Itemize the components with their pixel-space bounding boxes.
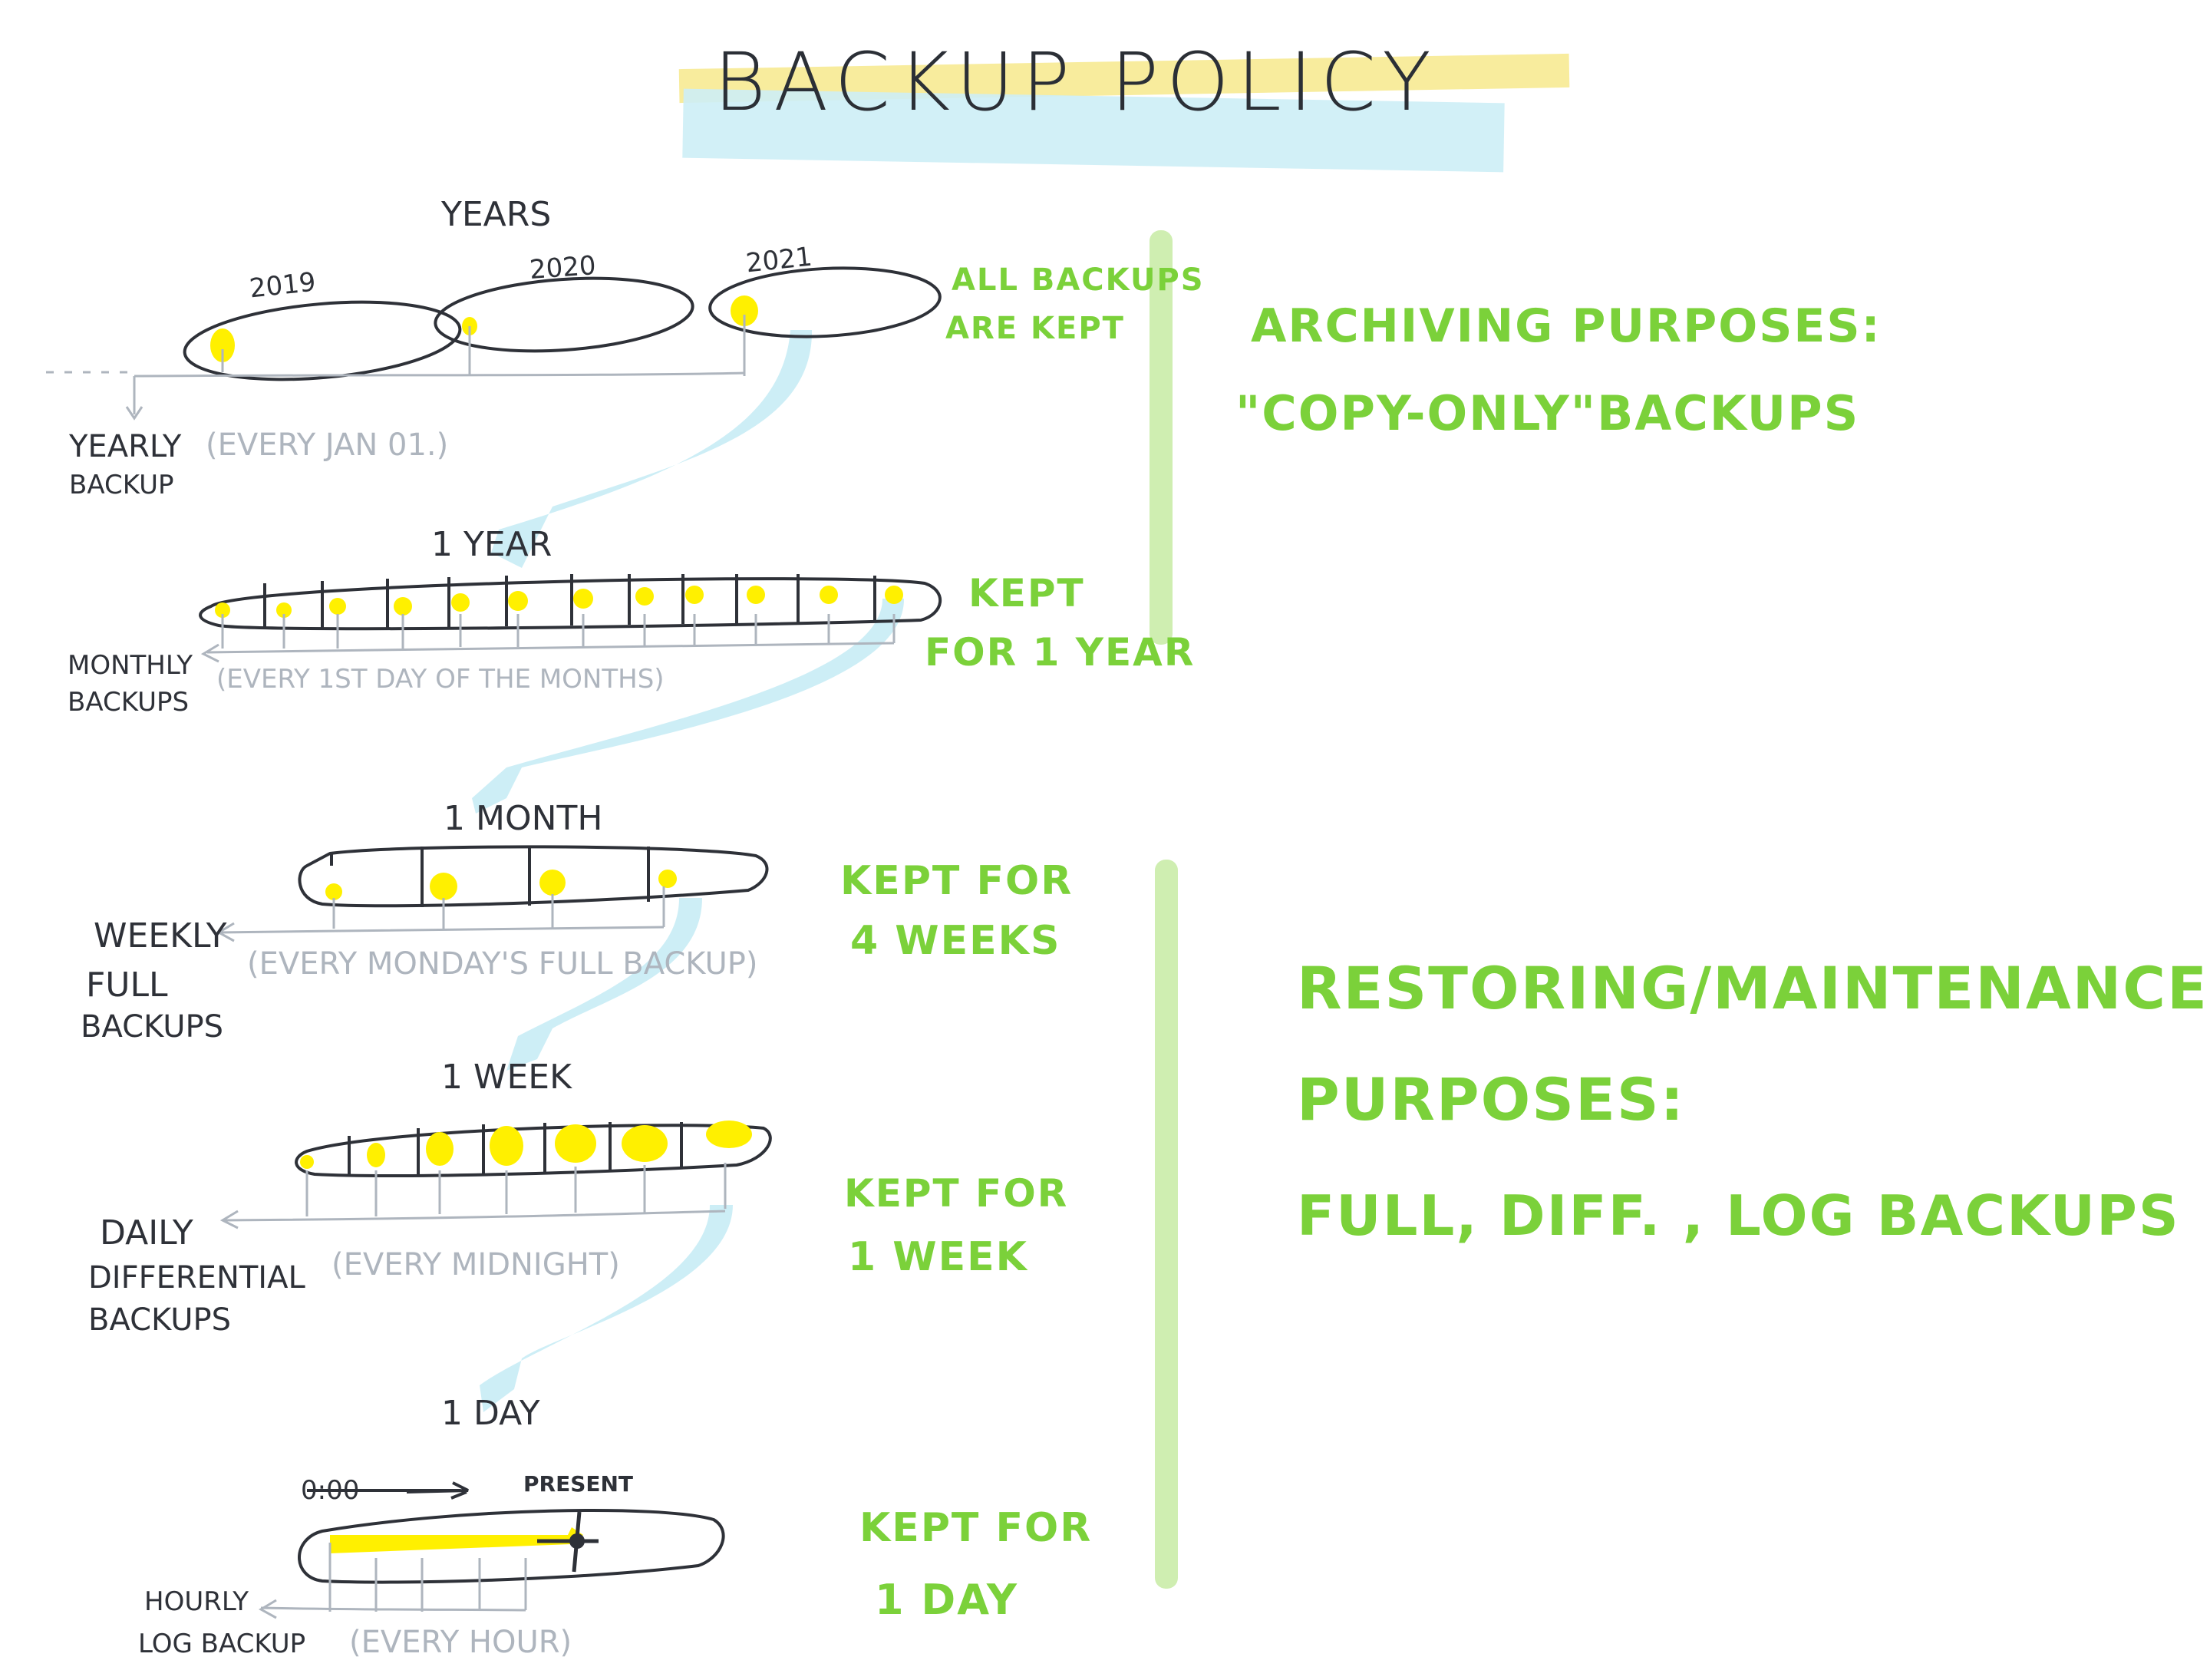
title-highlight-yellow [678, 53, 1570, 104]
year-label-line1: MONTHLY [68, 650, 193, 681]
week-label-line2: DIFFERENTIAL [88, 1260, 305, 1295]
day-label-line1: HOURLY [144, 1586, 249, 1617]
arrow-week-to-day [480, 1205, 733, 1412]
day-retention-line2: 1 DAY [875, 1576, 1018, 1624]
archiving-line2: "COPY-ONLY"BACKUPS [1235, 385, 1860, 441]
day-label-line2: LOG BACKUP [138, 1629, 306, 1659]
week-ticks [219, 1163, 727, 1229]
day-note: (EVERY HOUR) [349, 1625, 572, 1660]
year-label-2021: 2021 [744, 241, 814, 279]
month-retention-line1: KEPT FOR [840, 858, 1074, 904]
title-highlight-blue [682, 88, 1505, 173]
year-heading: 1 YEAR [431, 525, 552, 564]
restoring-line3: FULL, DIFF. , LOG BACKUPS [1297, 1183, 2180, 1248]
restoring-line1: RESTORING/MAINTENANCE [1297, 954, 2208, 1022]
week-retention-line2: 1 WEEK [848, 1234, 1028, 1280]
restoring-line2: PURPOSES: [1297, 1065, 1686, 1134]
archiving-line1: ARCHIVING PURPOSES: [1251, 299, 1882, 353]
month-timeline [298, 845, 769, 908]
year-label-2019: 2019 [248, 266, 318, 305]
day-heading: 1 DAY [441, 1394, 540, 1433]
month-backup-dots [325, 870, 677, 900]
year-backup-dots [215, 586, 903, 618]
years-label-line2: BACKUP [69, 470, 174, 500]
years-retention-line1: ALL BACKUPS [952, 262, 1205, 298]
year-capsule-2019 [183, 300, 462, 381]
month-label-line1: WEEKLY [94, 916, 227, 956]
divider-bottom [1155, 860, 1178, 1589]
week-retention-line1: KEPT FOR [844, 1171, 1069, 1216]
month-label-line2: FULL [86, 965, 168, 1005]
week-label-line1: DAILY [100, 1213, 193, 1253]
years-note: (EVERY JAN 01.) [206, 427, 449, 463]
month-note: (EVERY MONDAY'S FULL BACKUP) [247, 946, 758, 982]
day-ticks [258, 1543, 527, 1619]
arrow-month-to-week [506, 898, 702, 1071]
arrow-years-to-year [491, 330, 813, 568]
years-ticks [46, 315, 746, 421]
day-retention-line1: KEPT FOR [859, 1505, 1093, 1551]
years-retention-line2: ARE KEPT [945, 311, 1125, 346]
day-progress [330, 1511, 599, 1573]
year-label-line2: BACKUPS [68, 687, 190, 718]
year-note: (EVERY 1ST DAY OF THE MONTHS) [216, 664, 665, 695]
week-backup-dots [300, 1121, 752, 1169]
years-timeline [183, 266, 942, 381]
page-title: BACKUP POLICY [714, 35, 1439, 129]
month-retention-line2: 4 WEEKS [850, 918, 1061, 964]
arrow-year-to-month [472, 599, 905, 814]
year-label-2020: 2020 [528, 250, 597, 286]
years-label-line1: YEARLY [69, 429, 182, 464]
month-heading: 1 MONTH [444, 799, 603, 838]
week-timeline [295, 1122, 772, 1177]
day-start-label: 0:00 [301, 1475, 360, 1506]
week-label-line3: BACKUPS [88, 1302, 231, 1338]
month-label-line3: BACKUPS [81, 1009, 223, 1045]
week-note: (EVERY MIDNIGHT) [332, 1247, 620, 1282]
year-retention-line2: FOR 1 YEAR [925, 630, 1196, 675]
day-timeline [298, 1481, 725, 1584]
week-heading: 1 WEEK [441, 1058, 572, 1097]
year-timeline [199, 574, 942, 631]
year-capsule-2020 [434, 276, 694, 353]
years-heading: YEARS [441, 195, 552, 234]
year-ticks [200, 614, 896, 663]
divider-top [1150, 230, 1173, 645]
year-capsule-2021 [708, 266, 942, 338]
month-ticks [216, 886, 665, 942]
year-retention-line1: KEPT [968, 571, 1085, 616]
day-end-label: PRESENT [523, 1471, 634, 1497]
